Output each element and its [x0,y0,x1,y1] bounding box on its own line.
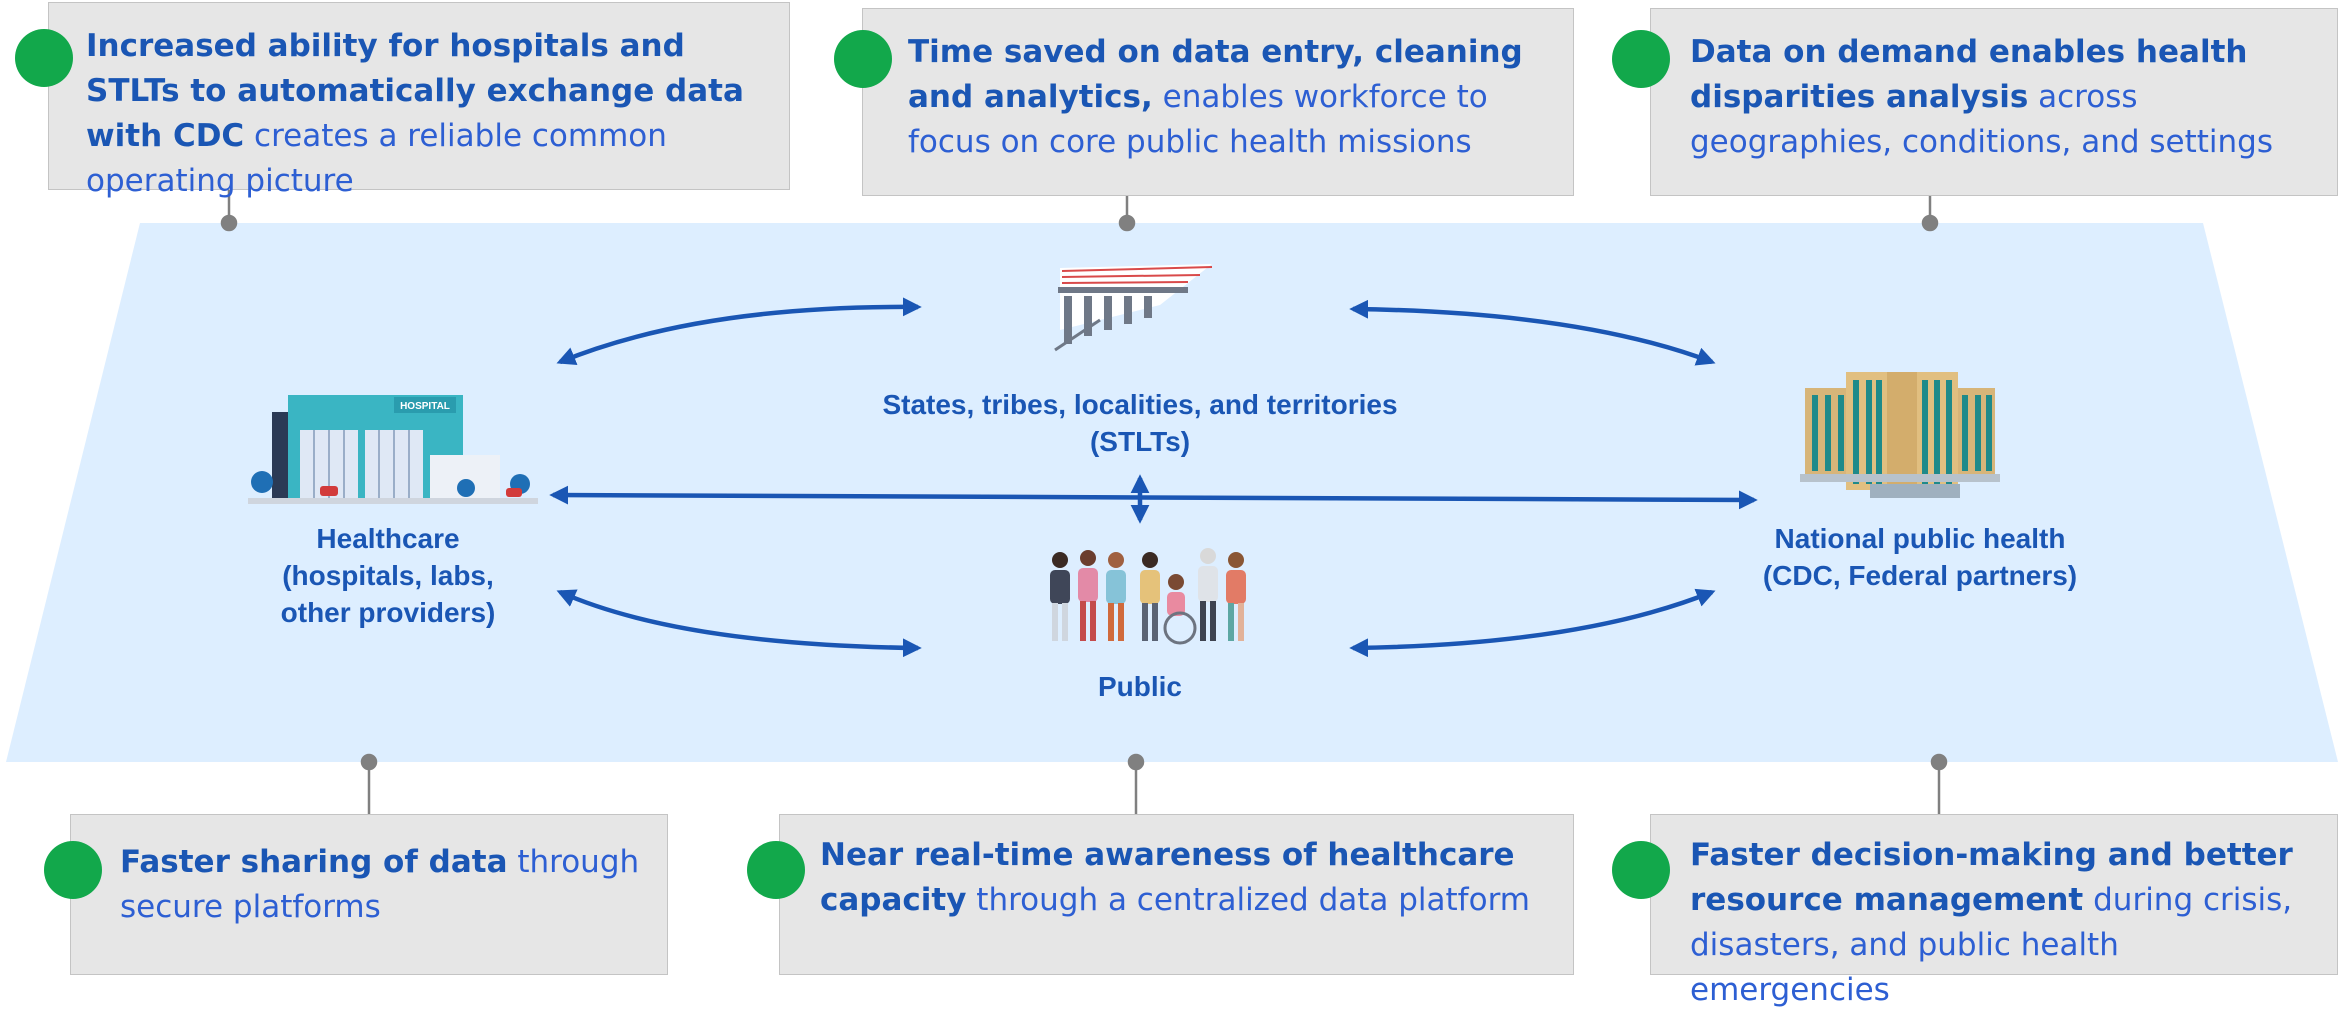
node-label-public: Public [1097,671,1182,702]
callout-bottom-mid: Near real-time awareness of healthcare c… [779,814,1574,975]
hospital-building-icon: HOSPITAL [248,395,538,504]
callout-body-text: across geographies, conditions, and sett… [1690,79,2273,160]
hospital-sign: HOSPITAL [400,401,450,412]
callout-bold-text: Data on demand enables health disparitie… [1690,34,2248,115]
callout-bottom-right: Faster decision-making and better resour… [1650,814,2338,1008]
callout-body-text: through secure platforms [120,844,640,925]
person-figure [1050,552,1070,641]
callout-top-right: Data on demand enables health disparitie… [1650,8,2338,196]
node-label-healthcare: Healthcare (hospitals, labs, other provi… [280,523,496,628]
benefit-dot-icon [44,841,102,899]
callout-bold-text: Faster decision-making and better resour… [1690,837,2293,918]
callout-bold-text: Time saved on data entry, cleaning and a… [908,34,1523,115]
benefit-dot-icon [1612,30,1670,88]
callout-bottom-left: Faster sharing of data through secure pl… [70,814,668,975]
benefit-dot-icon [834,30,892,88]
benefit-dot-icon [747,841,805,899]
callout-bold-text: Increased ability for hospitals and STLT… [86,28,744,154]
callout-body-text: through a centralized data platform [966,882,1530,918]
person-figure [1078,550,1098,641]
person-figure [1140,552,1160,641]
callout-body-text: creates a reliable common operating pict… [86,118,667,199]
callout-top-left: Increased ability for hospitals and STLT… [48,2,790,199]
diagram-canvas: HOSPITAL [6,190,2338,814]
arrow-healthcare-national [549,485,1758,510]
arrow-public-national [1349,588,1716,658]
callout-bold-text: Near real-time awareness of healthcare c… [820,837,1515,918]
arrow-stlt-national [1349,299,1716,366]
arrow-healthcare-public [556,589,922,658]
diagram: HOSPITAL [6,2,2338,1008]
person-figure [1106,552,1126,641]
connector-lines [220,190,1948,814]
benefit-dot-icon [15,29,73,87]
node-label-stlt: States, tribes, localities, and territor… [882,389,1398,457]
arrow-healthcare-stlt [556,297,922,366]
people-group-icon [1050,548,1246,645]
node-label-national: National public health (CDC, Federal par… [1762,523,2078,591]
callout-bold-text: Faster sharing of data [120,844,508,880]
person-figure [1226,552,1246,641]
wheelchair-user-figure [1163,574,1197,645]
federal-buildings-icon [1800,372,2000,498]
benefit-dot-icon [1612,841,1670,899]
callout-body-text: enables workforce to focus on core publi… [908,79,1488,160]
callout-top-mid: Time saved on data entry, cleaning and a… [862,8,1574,196]
person-figure [1198,548,1218,641]
capitol-building-icon [1054,264,1213,352]
